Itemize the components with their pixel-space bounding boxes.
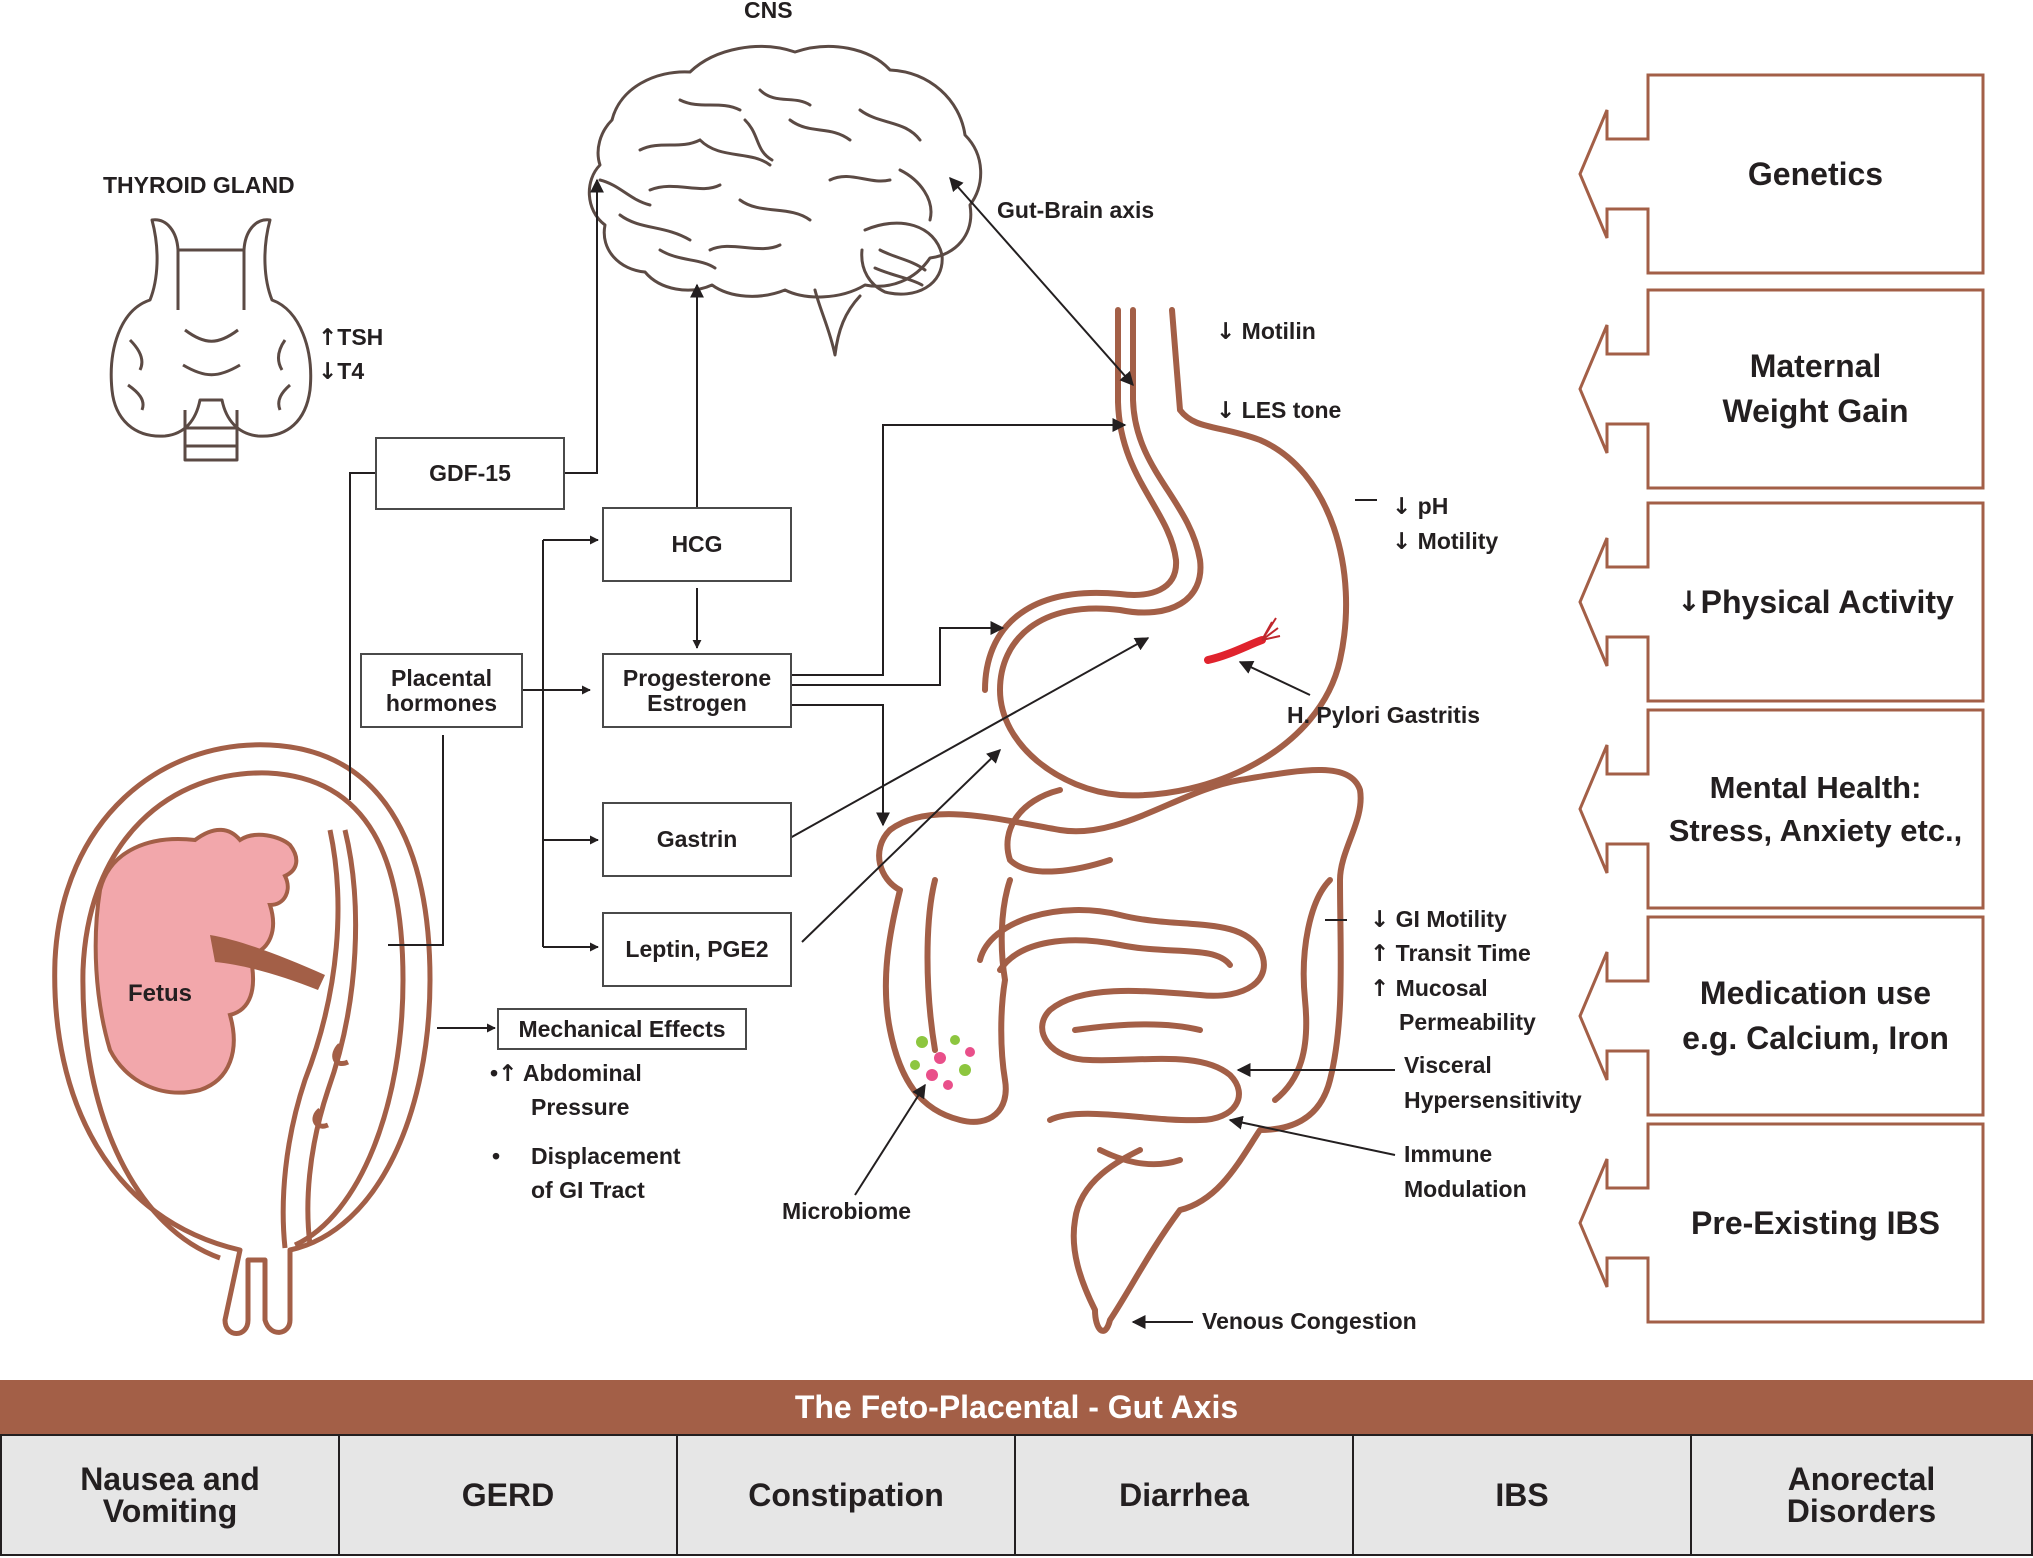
nausea-line-1: Nausea and (80, 1461, 260, 1497)
disorder-gerd: GERD (338, 1434, 678, 1556)
mucosal-label: ↑ Mucosal (1370, 975, 1488, 1002)
weight-line-1: Maternal (1749, 348, 1882, 385)
down-arrow-icon: ↓ (1216, 319, 1236, 345)
placental-line-2: hormones (385, 689, 498, 716)
motilin-label: ↓ Motilin (1216, 318, 1316, 345)
risk-factor-frames (1578, 73, 1985, 1324)
nausea-line-2: Vomiting (102, 1493, 238, 1529)
banner-bg (0, 1380, 2033, 1434)
leptin-pge2-box: Leptin, PGE2 (602, 912, 792, 987)
up-arrow-icon: ↑ (498, 1061, 518, 1087)
microbiome-label: Microbiome (782, 1198, 912, 1224)
progesterone-estrogen-box: Progesterone Estrogen (602, 653, 792, 728)
motility-label: ↓ Motility (1392, 528, 1499, 555)
visceral-label: Visceral (1404, 1052, 1492, 1078)
fetus-illustration (93, 827, 325, 1095)
gastrin-box: Gastrin (602, 802, 792, 877)
progesterone-line: Progesterone (622, 665, 772, 692)
down-arrow-icon: ↓ (1216, 398, 1236, 424)
anorectal-line-1: Anorectal (1787, 1461, 1936, 1497)
up-arrow-icon: ↑ (1370, 941, 1390, 967)
mental-line-1: Mental Health: (1709, 769, 1922, 805)
weight-line-2: Weight Gain (1722, 393, 1909, 429)
t4-marker: ↓T4 (318, 358, 365, 385)
diagram-title-banner: The Feto-Placental - Gut Axis (794, 1388, 1239, 1425)
hcg-box: HCG (602, 507, 792, 582)
estrogen-line: Estrogen (647, 689, 747, 716)
bullet-dot: • (492, 1143, 501, 1169)
up-arrow-icon: ↑ (1370, 976, 1390, 1002)
gdf15-box: GDF-15 (375, 437, 565, 510)
factor-medication-use: Medication use e.g. Calcium, Iron (1650, 919, 1981, 1113)
factor-pre-existing-ibs: Pre-Existing IBS (1691, 1204, 1940, 1241)
thyroid-label: THYROID GLAND (103, 172, 295, 198)
venous-congestion-label: Venous Congestion (1202, 1308, 1417, 1334)
les-tone-label: ↓ LES tone (1216, 397, 1342, 424)
cns-label: CNS (744, 0, 793, 23)
mechanical-bullet-2: Displacement (531, 1143, 681, 1169)
gi-tract-illustration (876, 307, 1364, 1334)
down-arrow-icon: ↓ (1370, 907, 1390, 933)
disorder-diarrhea: Diarrhea (1014, 1434, 1354, 1556)
tsh-marker: ↑TSH (318, 324, 384, 351)
medication-line-2: e.g. Calcium, Iron (1682, 1020, 1949, 1056)
up-arrow-icon: ↑ (318, 325, 338, 351)
h-pylori-label: H. Pylori Gastritis (1287, 702, 1481, 728)
disorder-ibs: IBS (1352, 1434, 1692, 1556)
factor-maternal-weight-gain: Maternal Weight Gain (1650, 292, 1981, 486)
h-pylori-bacterium (1204, 636, 1266, 664)
disorder-constipation: Constipation (676, 1434, 1016, 1556)
factor-genetics: Genetics (1747, 155, 1884, 192)
connectors (349, 176, 1396, 1329)
placental-hormones-box: Placental hormones (360, 653, 523, 728)
immune-label: Immune (1404, 1141, 1493, 1167)
brain-illustration (587, 45, 983, 357)
modulation-label: Modulation (1404, 1176, 1527, 1202)
medication-line-1: Medication use (1699, 975, 1932, 1012)
mechanical-effects-box: Mechanical Effects (497, 1008, 747, 1050)
transit-time-label: ↑ Transit Time (1370, 940, 1531, 967)
mechanical-bullet-1-cont: Pressure (531, 1094, 630, 1120)
factor-physical-activity: ↓ Physical Activity (1677, 583, 1954, 620)
down-arrow-icon: ↓ (1677, 585, 1701, 619)
hypersensitivity-label: Hypersensitivity (1404, 1087, 1582, 1113)
permeability-label: Permeability (1399, 1009, 1536, 1035)
mechanical-bullet-2-cont: of GI Tract (531, 1177, 645, 1203)
down-arrow-icon: ↓ (1392, 494, 1412, 520)
placental-line-1: Placental (391, 665, 492, 692)
gut-brain-axis-label: Gut-Brain axis (997, 197, 1155, 223)
gi-motility-label: ↓ GI Motility (1370, 906, 1507, 933)
microbiome-cluster (910, 1035, 975, 1090)
uterus-illustration (52, 742, 433, 1336)
thyroid-illustration (109, 218, 313, 462)
fetus-label: Fetus (128, 980, 193, 1007)
factor-mental-health: Mental Health: Stress, Anxiety etc., (1650, 712, 1981, 906)
anorectal-line-2: Disorders (1786, 1493, 1937, 1529)
down-arrow-icon: ↓ (318, 359, 338, 385)
down-arrow-icon: ↓ (1392, 529, 1412, 555)
mental-line-2: Stress, Anxiety etc., (1668, 813, 1963, 848)
mechanical-bullet-1: •↑ Abdominal (490, 1060, 642, 1087)
ph-label: ↓ pH (1392, 493, 1449, 520)
